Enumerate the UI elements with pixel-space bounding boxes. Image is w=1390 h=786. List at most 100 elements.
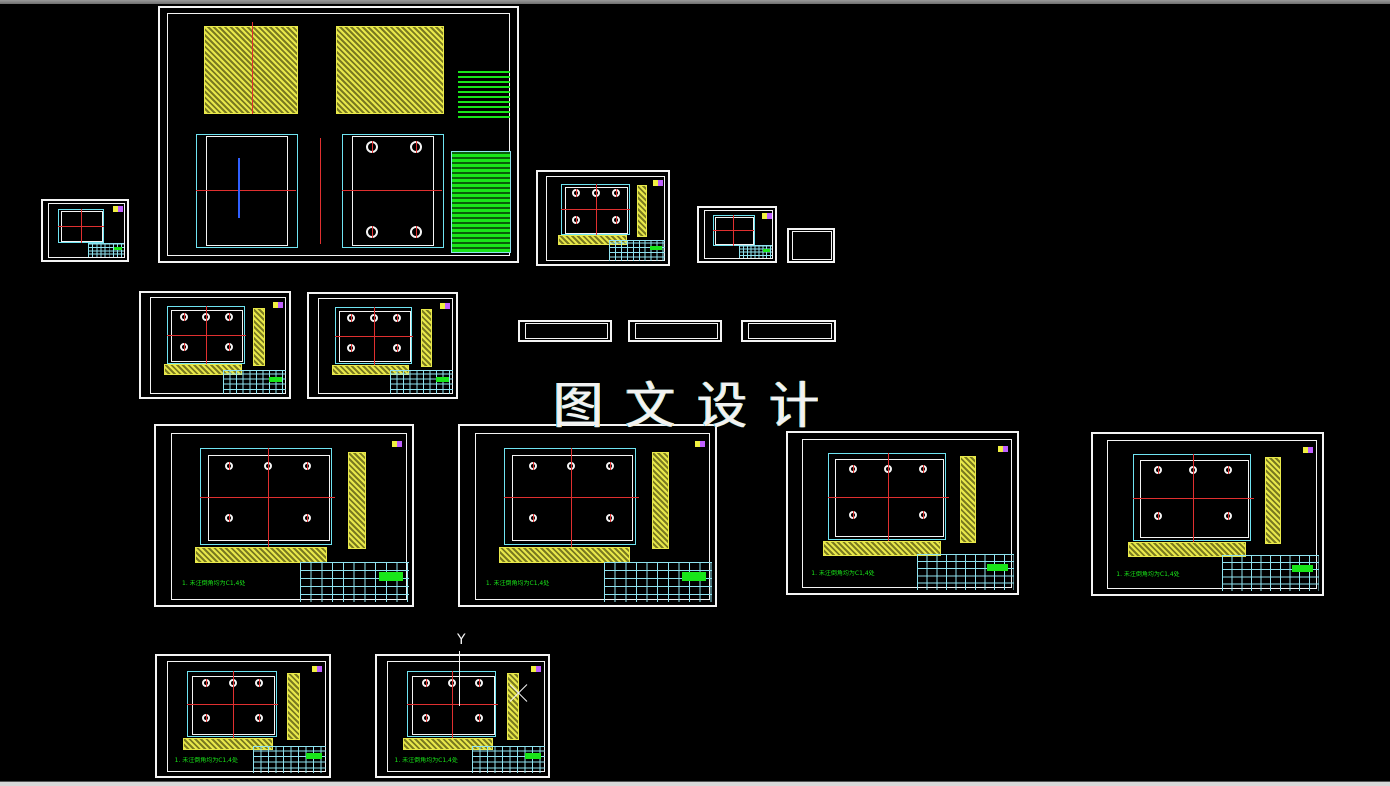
drawing-sheet-cavity-1[interactable] — [139, 291, 291, 399]
drawing-sheet-plate-6[interactable]: 1. 未注倒角均为C1,4处 — [375, 654, 550, 778]
drawing-sheet-plate-5[interactable]: 1. 未注倒角均为C1,4处 — [155, 654, 331, 778]
watermark-text: 图文设计 — [553, 377, 841, 435]
section-view-left — [204, 26, 298, 114]
bolt-hole — [528, 462, 537, 471]
tech-note-text: 1. 未注倒角均为C1,4处 — [394, 756, 458, 764]
bolt-hole — [347, 313, 356, 322]
bolt-hole — [347, 343, 356, 352]
centerline — [888, 452, 890, 543]
dimension-lines — [186, 670, 277, 738]
centerline — [80, 208, 82, 244]
bolt-hole — [224, 513, 233, 522]
front-section-view — [498, 546, 631, 564]
bolt-hole — [302, 462, 311, 471]
cursor-crosshair-icon — [510, 684, 528, 702]
bolt-hole — [422, 714, 430, 722]
roughness-symbol-icon — [113, 206, 124, 213]
bolt-hole — [1154, 466, 1163, 475]
centerline — [267, 447, 269, 549]
centerline — [560, 209, 631, 211]
drawing-sheet-plate-3[interactable]: 1. 未注倒角均为C1,4处 — [786, 431, 1019, 595]
window-bottom-border — [0, 781, 1390, 786]
centerline — [334, 335, 414, 337]
drawing-sheet-plate-1[interactable]: 1. 未注倒角均为C1,4处 — [154, 424, 414, 607]
title-block-label — [763, 249, 771, 252]
title-block — [609, 239, 665, 261]
title-block — [87, 243, 124, 257]
sheet-inner-frame — [703, 210, 774, 260]
drawing-sheet-part-small-b[interactable] — [697, 206, 777, 263]
sheet-inner-frame — [317, 298, 454, 394]
centerline — [504, 497, 639, 499]
title-block-label — [682, 572, 706, 582]
ucs-y-axis — [459, 651, 460, 706]
title-block-label — [1292, 564, 1314, 573]
bolt-hole — [202, 312, 211, 321]
ejector-marks — [238, 158, 240, 218]
sheet-inner-frame — [475, 433, 710, 600]
bolt-hole — [392, 313, 401, 322]
dimension-lines — [406, 670, 497, 738]
bolt-hole — [228, 679, 237, 688]
centerline — [373, 306, 375, 366]
centerline — [452, 670, 454, 740]
centerline — [320, 138, 321, 244]
bolt-hole — [422, 679, 430, 688]
sheet-inner-frame — [387, 660, 545, 773]
bolt-hole — [591, 189, 600, 198]
part-outline — [715, 217, 754, 246]
drawing-sheet-strip-1[interactable] — [518, 320, 612, 342]
section-view-right — [336, 26, 444, 114]
drawing-sheet-strip-2[interactable] — [628, 320, 722, 342]
roughness-symbol-icon — [272, 301, 283, 308]
roughness-symbol-icon — [997, 446, 1008, 453]
centerline — [166, 335, 246, 337]
side-section-view — [651, 451, 670, 549]
tech-requirements-text — [458, 68, 510, 118]
drawing-sheet-part-small-c[interactable] — [787, 228, 835, 263]
bolt-hole — [410, 226, 422, 238]
plan-plate-right — [352, 136, 434, 246]
bolt-hole — [474, 714, 483, 722]
drawing-sheet-ring[interactable] — [536, 170, 670, 266]
part-outline — [564, 187, 629, 234]
drawing-sheet-cavity-2[interactable] — [307, 292, 458, 399]
bom-table — [451, 151, 511, 253]
bolt-hole — [255, 679, 264, 688]
bolt-hole — [179, 343, 188, 351]
title-block — [252, 745, 326, 773]
front-section-view — [822, 541, 942, 557]
bolt-hole — [571, 216, 580, 224]
drawing-sheet-assembly[interactable] — [158, 6, 519, 263]
title-block — [390, 370, 453, 394]
bolt-hole — [567, 462, 576, 471]
drawing-sheet-plate-2[interactable]: 1. 未注倒角均为C1,4处 — [458, 424, 717, 607]
tech-note-text: 1. 未注倒角均为C1,4处 — [811, 569, 875, 577]
bolt-hole — [410, 141, 422, 153]
front-section-view — [403, 737, 493, 750]
tech-note-text: 1. 未注倒角均为C1,4处 — [485, 579, 550, 587]
bolt-hole — [369, 313, 378, 322]
plan-view-right — [342, 134, 444, 248]
dimension-lines — [200, 447, 333, 546]
bolt-hole — [606, 513, 615, 522]
title-block-label — [268, 376, 283, 382]
centerline — [252, 22, 253, 114]
bolt-hole — [849, 465, 858, 474]
bolt-hole — [1224, 512, 1233, 520]
title-block-label — [378, 572, 403, 582]
drawing-sheet-strip-3[interactable] — [741, 320, 836, 342]
bolt-hole — [448, 679, 457, 688]
side-section-view — [960, 455, 977, 544]
roughness-symbol-icon — [391, 440, 402, 447]
bolt-hole — [366, 226, 378, 238]
drawing-sheet-plate-4[interactable]: 1. 未注倒角均为C1,4处 — [1091, 432, 1324, 596]
centerline — [206, 305, 208, 366]
title-block — [222, 370, 286, 394]
sheet-inner-frame — [48, 203, 126, 259]
bolt-hole — [528, 513, 537, 522]
drawing-sheet-part-small-a[interactable] — [41, 199, 129, 262]
dimension-lines — [1132, 453, 1252, 541]
front-section-view — [183, 737, 274, 750]
cad-model-space-canvas[interactable]: 1. 未注倒角均为C1,4处 1. 未注倒角均为C1,4处 1. 未注倒角均为C1,… — [0, 4, 1390, 782]
